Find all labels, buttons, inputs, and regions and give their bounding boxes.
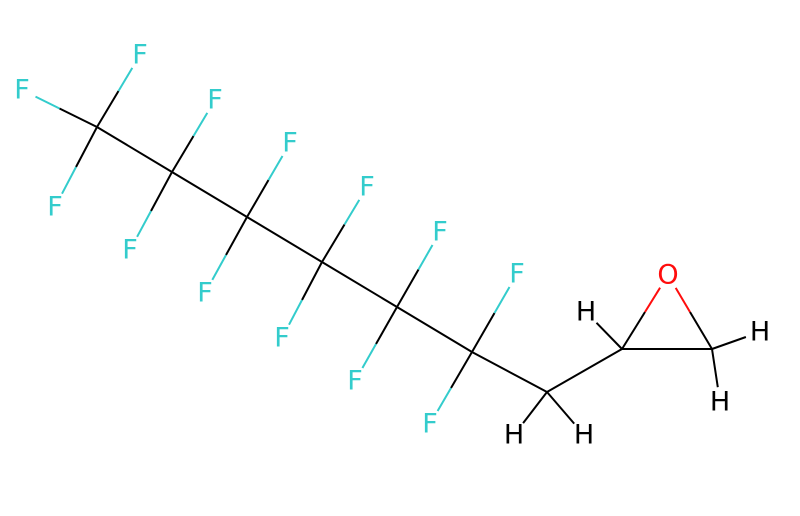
bond-c3-f7-half-a — [225, 216, 248, 256]
atom-label-f9: F — [274, 323, 290, 354]
bond-c1-f1-half-a — [59, 107, 98, 128]
atom-label-h4: H — [750, 317, 770, 348]
bond-c3-c4 — [246, 216, 323, 263]
atom-label-f7: F — [197, 278, 213, 309]
bond-c7-c8 — [546, 348, 623, 393]
bond-c9-h4 — [711, 336, 747, 350]
bond-c5-c6 — [396, 306, 473, 353]
atom-label-h1: H — [504, 420, 524, 451]
atom-label-h5: H — [710, 387, 730, 418]
bond-c1-f3-half-a — [75, 126, 98, 168]
bond-c3-f6-half-a — [246, 179, 270, 218]
bond-c1-c2 — [96, 126, 173, 173]
atom-label-f4: F — [207, 85, 223, 116]
bond-c9-o1-half-b — [674, 287, 691, 313]
bond-c1-f1-half-b — [35, 95, 60, 110]
bond-layer — [35, 67, 747, 425]
bond-c2-f5-half-b — [136, 210, 152, 238]
bond-c6-f13-half-b — [436, 387, 452, 412]
bond-c2-f5-half-a — [150, 171, 173, 212]
bond-c7-h1 — [522, 391, 548, 424]
atom-label-layer: O F F F F F F F F F F F F F H H H H H — [14, 40, 770, 451]
atom-label-f2: F — [132, 40, 148, 71]
bond-c5-f11-half-a — [375, 306, 398, 345]
bond-c2-f4-half-b — [192, 112, 209, 137]
bond-c4-f8-half-a — [321, 223, 346, 263]
bond-c8-h3 — [595, 322, 623, 350]
bond-c1-f2-half-b — [117, 67, 134, 92]
bond-c8-o1-half-b — [644, 287, 661, 313]
bond-c6-c7 — [471, 351, 548, 393]
bond-c5-f10-half-b — [417, 244, 434, 270]
bond-c2-f4-half-a — [171, 135, 195, 173]
atom-label-f6: F — [282, 128, 298, 159]
atom-label-f5: F — [122, 235, 138, 266]
bond-c8-o1-half-a — [621, 311, 646, 350]
atom-label-f10: F — [432, 217, 448, 248]
atom-label-h3: H — [576, 297, 596, 328]
atom-label-f3: F — [47, 192, 63, 223]
bond-c4-c5 — [321, 261, 398, 308]
bond-c9-o1-half-a — [689, 311, 713, 350]
atom-label-f11: F — [347, 366, 363, 397]
bond-c2-c3 — [171, 171, 248, 218]
bond-c4-f9-half-b — [288, 299, 303, 326]
bond-c6-f12-half-a — [471, 312, 496, 353]
bond-c9-h5 — [711, 348, 719, 388]
atom-label-o1: O — [657, 260, 678, 291]
bond-c1-f3-half-b — [61, 166, 77, 195]
atom-label-f1: F — [14, 75, 30, 106]
bond-c4-f8-half-b — [343, 199, 361, 226]
bond-c4-f9-half-a — [301, 261, 323, 301]
bond-c6-f13-half-a — [450, 351, 473, 389]
bond-c1-f2-half-a — [96, 90, 120, 128]
bond-c6-f12-half-b — [493, 286, 511, 314]
bond-c3-f6-half-b — [267, 155, 284, 181]
bond-c5-f10-half-a — [396, 269, 420, 308]
atom-label-f8: F — [359, 172, 375, 203]
bond-c5-f11-half-b — [361, 343, 377, 369]
bond-c7-h2 — [546, 391, 575, 425]
atom-label-f12: F — [509, 259, 525, 290]
bond-c3-f7-half-b — [211, 254, 227, 281]
atom-label-h2: H — [574, 420, 594, 451]
atom-label-f13: F — [422, 409, 438, 440]
